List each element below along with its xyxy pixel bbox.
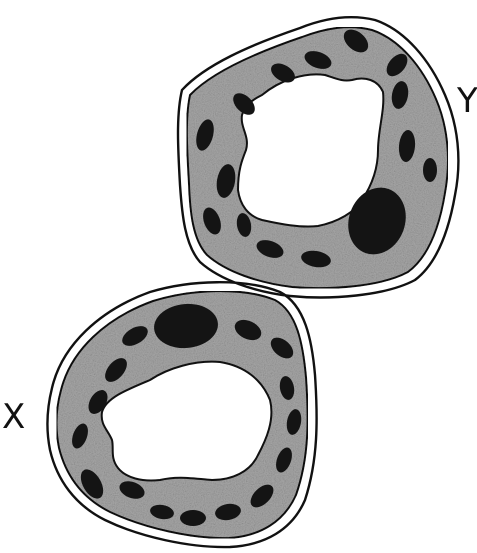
label-y: Y	[456, 81, 477, 121]
cell-x-organelle	[180, 510, 206, 526]
cell-y	[178, 17, 458, 297]
label-x: X	[2, 397, 25, 437]
cell-x	[48, 282, 317, 547]
cell-y-organelle	[423, 158, 437, 182]
